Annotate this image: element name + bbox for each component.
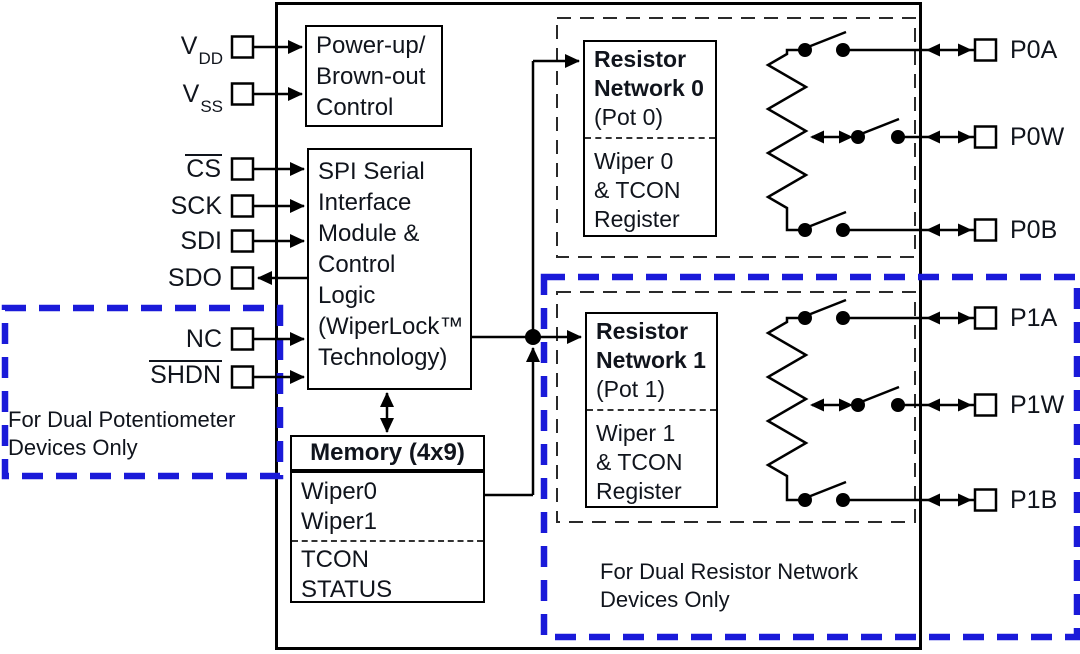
- resistor-zigzag-0: [765, 48, 809, 232]
- power-up-block: Power-up/ Brown-out Control: [305, 25, 443, 127]
- spi-line2: Interface: [318, 189, 412, 216]
- switch-arm-b1: [807, 480, 847, 499]
- switch-arm-w0: [860, 117, 900, 136]
- resistor-network-1-block: Resistor Network 1 (Pot 1) Wiper 1 & TCO…: [585, 312, 718, 508]
- right-pin-squares: [973, 38, 998, 512]
- pin-square-cs: [230, 157, 255, 181]
- pin-square-p0b: [973, 218, 998, 242]
- pin-label-p0b: P0B: [1010, 216, 1058, 244]
- memory-title: Memory (4x9): [292, 437, 483, 473]
- device-outline: [275, 2, 922, 650]
- rn0-reg1: Wiper 0: [594, 148, 674, 174]
- switch-arm-a0: [807, 30, 847, 49]
- pin-label-cs: CS: [185, 154, 222, 183]
- spi-line4: Control: [318, 251, 396, 278]
- left-pin-squares: [230, 35, 255, 389]
- dual-pot-blue-box: [1, 304, 284, 480]
- power-up-line3: Control: [316, 94, 394, 121]
- pin-square-p1b: [973, 488, 998, 512]
- pin-square-p0a: [973, 38, 998, 62]
- rn1-subtitle: (Pot 1): [596, 376, 666, 402]
- pin-square-p0w: [973, 125, 998, 149]
- pin-label-p0w: P0W: [1010, 123, 1065, 151]
- rn1-reg1: Wiper 1: [596, 420, 676, 446]
- wiper0-right-arrow: [839, 130, 853, 144]
- rn0-divider: [585, 137, 715, 139]
- rn0-title1: Resistor: [594, 46, 687, 72]
- pin-square-sdi: [230, 229, 255, 253]
- wiper1-left-arrow: [810, 398, 824, 412]
- right-pin-bidir-arrows: [926, 43, 972, 507]
- resistor-network-0-block: Resistor Network 0 (Pot 0) Wiper 0 & TCO…: [583, 40, 717, 237]
- dual-rn-note-line1: For Dual Resistor Network: [600, 559, 858, 584]
- resistor-ladder-0-dots: [798, 43, 905, 237]
- rn1-title2: Network 1: [596, 347, 706, 373]
- rn1-reg2: & TCON: [596, 449, 683, 475]
- memory-block: Memory (4x9) Wiper0 Wiper1 TCON STATUS: [290, 435, 485, 603]
- dual-rn-blue-box: [540, 273, 1080, 641]
- pin-square-nc: [230, 327, 255, 351]
- pin-square-p1a: [973, 306, 998, 330]
- resistor-ladder-0: [765, 30, 975, 232]
- spi-line6: (WiperLock™: [318, 313, 464, 340]
- rn0-reg2: & TCON: [594, 177, 681, 203]
- pin-square-shdn: [230, 365, 255, 389]
- pin-label-p1a: P1A: [1010, 304, 1058, 332]
- resistor-zigzag-1: [765, 316, 809, 502]
- bus-junction-dot: [525, 329, 541, 345]
- switch-arm-b0: [807, 210, 847, 229]
- pin-label-sck: SCK: [170, 192, 222, 220]
- power-up-line2: Brown-out: [316, 63, 426, 90]
- pin-square-vss: [230, 82, 255, 106]
- switch-arm-w1: [860, 385, 900, 404]
- wiper0-left-arrow: [810, 130, 824, 144]
- pin-label-nc: NC: [185, 325, 222, 353]
- rn1-title1: Resistor: [596, 318, 689, 344]
- dual-pot-note: For Dual Potentiometer Devices Only: [8, 406, 235, 462]
- pin-square-vdd: [230, 35, 255, 59]
- pin-label-vss: VSS: [182, 80, 223, 116]
- memory-row-tcon: TCON: [301, 546, 369, 573]
- pin-square-sdo: [230, 266, 255, 290]
- rn0-title2: Network 0: [594, 75, 704, 101]
- power-up-line1: Power-up/: [316, 32, 426, 59]
- memory-row-wiper1: Wiper1: [301, 508, 378, 535]
- spi-block: SPI Serial Interface Module & Control Lo…: [307, 148, 472, 390]
- left-pin-wires: [253, 40, 307, 384]
- dual-rn-note: For Dual Resistor Network Devices Only: [600, 558, 858, 614]
- memory-divider: [292, 540, 483, 542]
- pin-label-p0a: P0A: [1010, 36, 1058, 64]
- memory-row-wiper0: Wiper0: [301, 478, 378, 505]
- rn0-subtitle: (Pot 0): [594, 104, 664, 130]
- wiper1-right-arrow: [839, 398, 853, 412]
- rn1-divider: [587, 409, 716, 411]
- pin-label-shdn: SHDN: [149, 360, 222, 389]
- resistor-ladder-1: [765, 298, 975, 502]
- spi-line1: SPI Serial: [318, 158, 425, 185]
- pin-label-p1w: P1W: [1010, 391, 1065, 419]
- rn1-reg3: Register: [596, 478, 682, 504]
- spi-line7: Technology): [318, 344, 448, 371]
- dual-rn-note-line2: Devices Only: [600, 587, 730, 612]
- pin-label-vdd: VDD: [180, 32, 223, 68]
- dual-pot-note-line2: Devices Only: [8, 435, 138, 460]
- pin-square-sck: [230, 194, 255, 218]
- pin-label-p1b: P1B: [1010, 486, 1058, 514]
- spi-line5: Logic: [318, 282, 376, 309]
- spi-line3: Module &: [318, 220, 420, 247]
- memory-row-status: STATUS: [301, 576, 393, 603]
- pin-label-sdo: SDO: [167, 264, 222, 292]
- rn0-reg3: Register: [594, 206, 680, 232]
- pin-label-sdi: SDI: [180, 227, 222, 255]
- network1-dashed-box: [556, 291, 916, 523]
- resistor-ladder-1-dots: [798, 311, 905, 507]
- pin-square-p1w: [973, 393, 998, 417]
- dual-pot-note-line1: For Dual Potentiometer: [8, 407, 236, 432]
- switch-arm-a1: [807, 298, 847, 317]
